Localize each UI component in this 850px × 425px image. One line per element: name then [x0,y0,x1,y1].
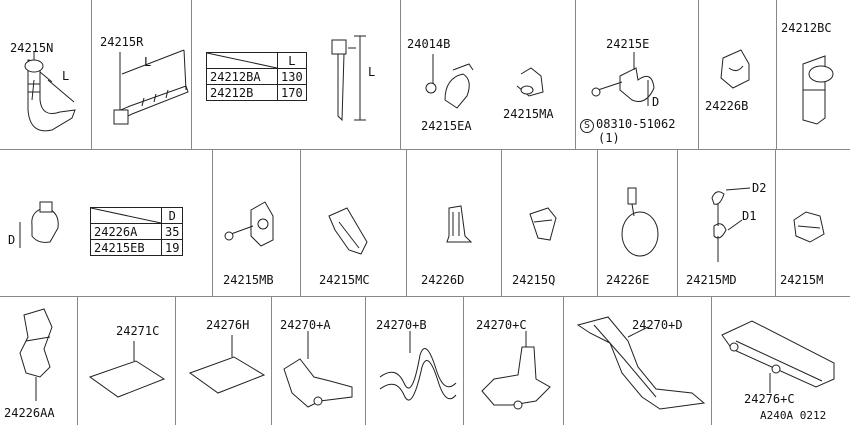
cell-24215MB: 24215MB [213,150,301,297]
pipe-clamp-drawing [576,0,699,150]
clip-drawing [776,150,850,297]
part-label: 24215MB [223,273,274,287]
bolt-part-label: 24014B [407,37,451,51]
double-clip-drawing [678,150,776,297]
bracket-tie-drawing [777,0,850,150]
part-label: 24276H [206,318,250,332]
part-label: 24215R [100,35,144,49]
cell-24215MD: D2 D1 24215MD [678,150,776,297]
dimension-label: L [368,65,376,79]
part-label: 24215MC [319,273,370,287]
part-label: 24226E [606,273,650,287]
clip-part-label: 24215EA [421,119,472,133]
cell-24014B: 24014B 24215EA 24215MA [401,0,576,150]
part-label: 24212BC [781,21,832,35]
cell-24215MC: 24215MC [301,150,407,297]
band-clip-drawing [0,0,92,150]
dimension-label: L [144,55,152,69]
part-label: 24270+A [280,318,331,332]
sheet-drawing [176,297,272,425]
part-label: 24270+C [476,318,527,332]
protector-drawing [366,297,464,425]
part-label: 24270+B [376,318,427,332]
cable-tie-drawing [92,0,192,150]
cell-24215R: 24215R L [92,0,192,150]
bolt-quantity: (1) [598,131,620,145]
part-label: 24226B [705,99,749,113]
protector-drawing [464,297,564,425]
dimension-label: D [8,233,16,247]
clip-drawing [301,150,407,297]
sheet-drawing [78,297,176,425]
catalog-code: A240A 0212 [760,409,827,422]
dimension-label: D1 [742,209,757,223]
cell-24226B: 24226B [699,0,777,150]
cell-24271C: 24271C [78,297,176,425]
part-label: 24226AA [4,406,55,420]
clamp-drawing [0,150,213,297]
cell-24276C: 24276+C A240A 0212 [712,297,850,425]
part-label: 24215MD [686,273,737,287]
part-label: 24215M [780,273,824,287]
long-protector-drawing [564,297,712,425]
cell-24215M: 24215M [776,150,850,297]
protector-drawing [272,297,366,425]
table-header: D [160,207,184,224]
clip-drawing [407,150,502,297]
part-label: 24215N [10,41,54,55]
part-label: 24226D [421,273,465,287]
bracket-protector-drawing [712,297,850,425]
cell-24276H: 24276H [176,297,272,425]
dimension-label: D2 [752,181,767,195]
cell-24215N: 24215N L [0,0,92,150]
dimension-label: D [652,95,660,109]
part-label: 24215MA [503,107,554,121]
clip-drawings [401,0,576,150]
part-label: 24215E [606,37,650,51]
clip-drawing [502,150,598,297]
clip-drawing [699,0,777,150]
cell-24215Q: 24215Q [502,150,598,297]
part-label: 24276+C [744,392,795,406]
band-clamp-drawing [598,150,678,297]
cell-24226E: 24226E [598,150,678,297]
cell-24226AA: 24226AA [0,297,78,425]
cell-24226D: 24226D [407,150,502,297]
cell-24212BC: 24212BC [777,0,850,150]
part-label: 24271C [116,324,160,338]
cell-24270D: 24270+D [564,297,712,425]
cell-24270C: 24270+C [464,297,564,425]
clip-drawing [213,150,301,297]
cell-24270A: 24270+A [272,297,366,425]
part-label: 24215Q [512,273,556,287]
cell-24270B: 24270+B [366,297,464,425]
harness-clip-drawing [0,297,78,425]
long-tie-drawing [192,0,401,150]
dimension-label: L [62,69,70,83]
